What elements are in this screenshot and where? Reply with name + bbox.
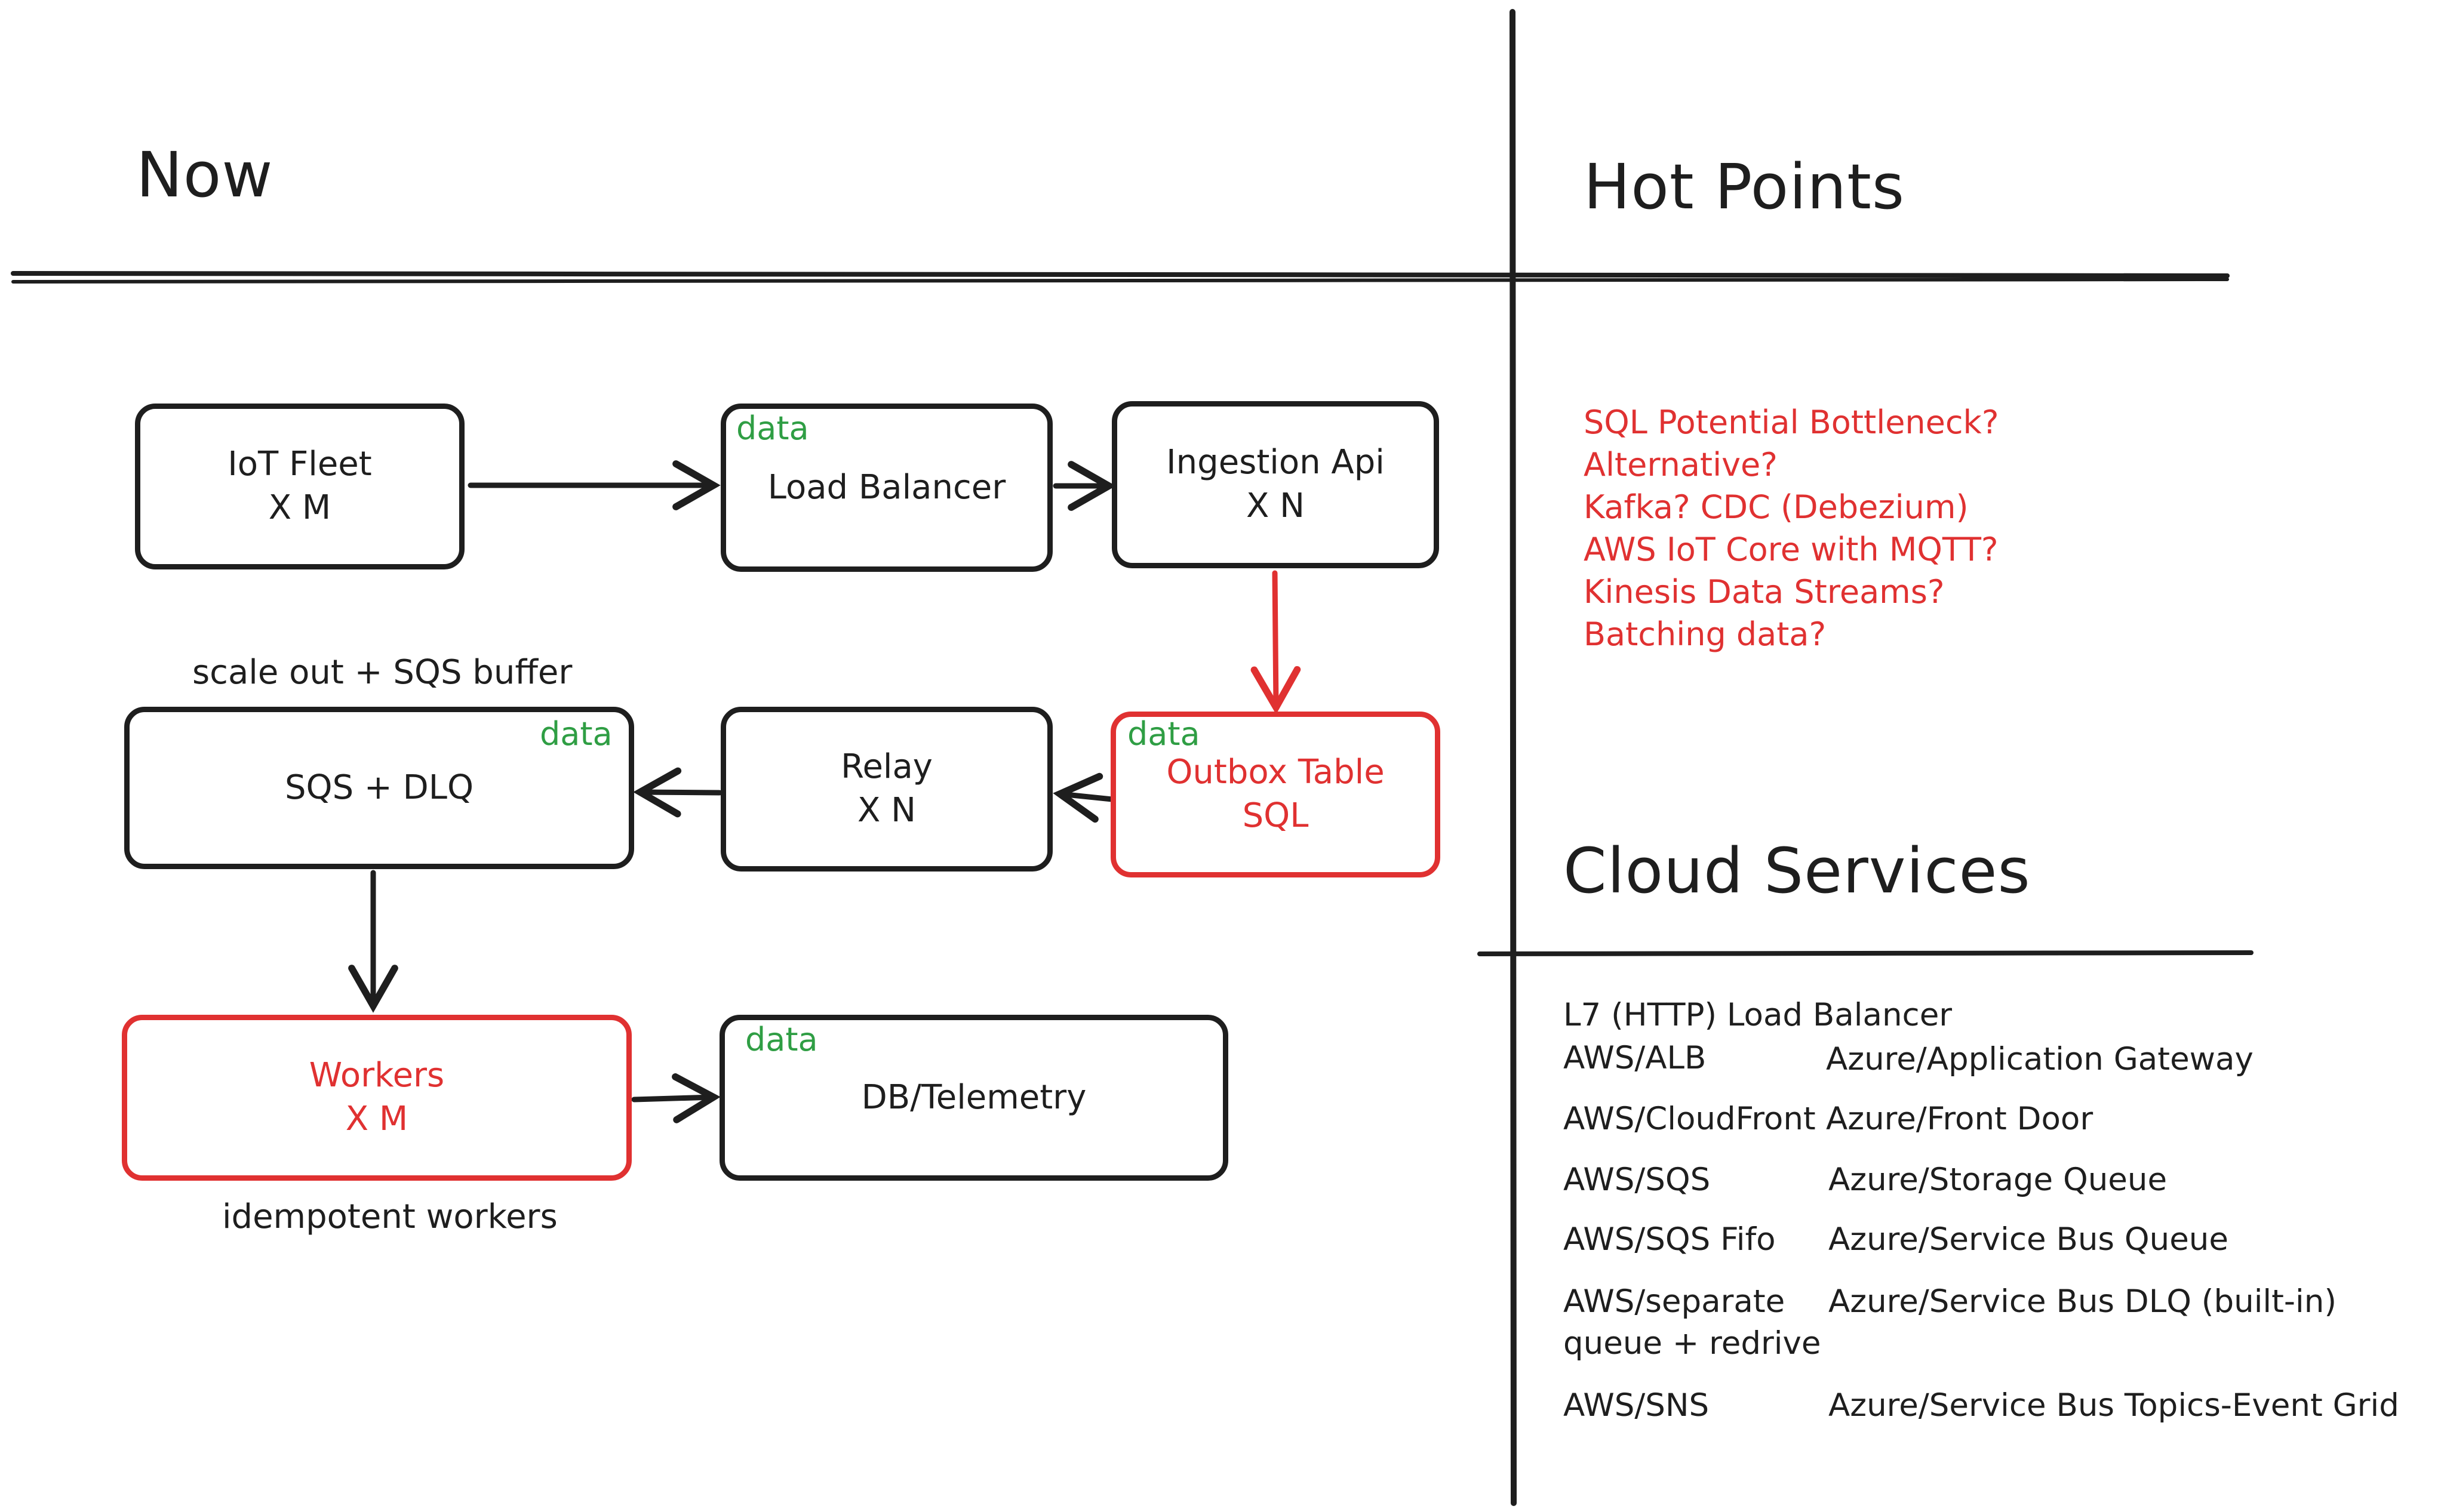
ingestion-api-multiplier: X N (1246, 486, 1305, 525)
relay-label: Relay (841, 747, 933, 787)
service-azure: Azure/Application Gateway (1826, 1041, 2254, 1077)
cloud-services-divider (1477, 950, 2254, 956)
workers-node[interactable]: Workers X M (122, 1015, 632, 1181)
service-azure: Azure/Storage Queue (1828, 1162, 2168, 1198)
sqs-dlq-label: SQS + DLQ (284, 768, 474, 807)
load-balancer-node[interactable]: Load Balancer (721, 404, 1053, 572)
arrow-relay-to-sqs (633, 767, 723, 818)
horizontal-divider-top (11, 271, 2230, 278)
outbox-table-sql: SQL (1242, 796, 1309, 835)
ingestion-api-label: Ingestion Api (1166, 443, 1385, 482)
hot-point-item: AWS IoT Core with MQTT? (1584, 531, 1999, 568)
hot-points-heading: Hot Points (1584, 150, 1905, 223)
hot-point-item: Kafka? CDC (Debezium) (1584, 488, 1969, 526)
hot-points-list: SQL Potential Bottleneck? Alternative? K… (1584, 401, 1999, 655)
iot-fleet-label: IoT Fleet (228, 445, 372, 484)
service-azure: Azure/Service Bus Queue (1828, 1221, 2229, 1258)
iot-fleet-multiplier: X M (268, 488, 331, 527)
relay-node[interactable]: Relay X N (721, 707, 1053, 872)
workers-multiplier: X M (345, 1100, 408, 1138)
arrow-outbox-to-relay (1053, 772, 1121, 823)
relay-multiplier: X N (857, 791, 917, 830)
service-azure: Azure/Service Bus Topics-Event Grid (1828, 1387, 2399, 1424)
arrow-workers-to-db (631, 1073, 721, 1123)
db-telemetry-label: DB/Telemetry (861, 1077, 1087, 1117)
service-azure: Azure/Service Bus DLQ (built-in) (1828, 1283, 2337, 1320)
flow-arrows (348, 460, 1301, 1123)
now-heading: Now (136, 138, 273, 211)
db-data-tag: data (745, 1021, 818, 1058)
sqs-dlq-node[interactable]: SQS + DLQ (124, 707, 634, 869)
hot-point-item: Kinesis Data Streams? (1584, 573, 1945, 611)
scale-out-note: scale out + SQS buffer (192, 653, 573, 692)
hot-point-item: SQL Potential Bottleneck? (1584, 404, 1999, 441)
idempotent-note: idempotent workers (222, 1197, 558, 1236)
hot-point-item: Alternative? (1584, 446, 1778, 484)
service-azure: Azure/Front Door (1826, 1101, 2093, 1137)
vertical-divider (1510, 9, 1517, 1506)
outbox-table-node[interactable]: Outbox Table SQL (1111, 712, 1440, 877)
workers-label: Workers (309, 1056, 445, 1095)
horizontal-divider-top-2 (11, 278, 2229, 284)
load-balancer-data-tag: data (736, 409, 809, 447)
sqs-dlq-data-tag: data (540, 715, 613, 753)
hot-point-item: Batching data? (1584, 615, 1827, 653)
arrow-api-to-outbox (1250, 570, 1301, 715)
iot-fleet-node[interactable]: IoT Fleet X M (135, 404, 465, 569)
services-header: L7 (HTTP) Load Balancer (1563, 997, 1953, 1033)
service-aws: AWS/separate (1563, 1283, 1785, 1320)
section-dividers (11, 9, 2254, 1506)
ingestion-api-node[interactable]: Ingestion Api X N (1112, 401, 1439, 568)
outbox-table-label: Outbox Table (1166, 753, 1385, 792)
service-aws: AWS/ALB (1563, 1040, 1707, 1076)
cloud-services-heading: Cloud Services (1563, 834, 2031, 907)
service-aws: AWS/SQS (1563, 1162, 1711, 1198)
load-balancer-label: Load Balancer (767, 467, 1006, 507)
service-aws: AWS/SNS (1563, 1387, 1710, 1424)
db-telemetry-node[interactable]: DB/Telemetry (720, 1015, 1228, 1181)
service-aws-continued: queue + redrive (1563, 1325, 1821, 1362)
service-aws: AWS/CloudFront (1563, 1101, 1816, 1137)
service-aws: AWS/SQS Fifo (1563, 1221, 1776, 1258)
outbox-data-tag: data (1127, 715, 1200, 753)
